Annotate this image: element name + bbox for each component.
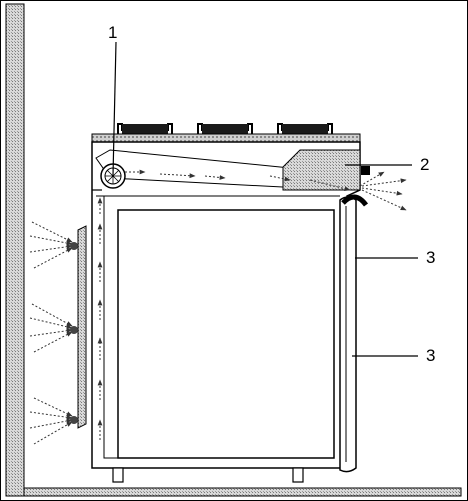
label-fan: 1 (108, 23, 117, 42)
oven-cavity (117, 209, 335, 459)
intake-spots (70, 242, 78, 424)
floor (23, 487, 462, 497)
label-duct: 2 (420, 155, 429, 174)
rear-channel (103, 196, 118, 459)
leader-lines (112, 41, 418, 357)
duct-sensor (361, 166, 370, 175)
airflow-arrows-top (125, 169, 351, 192)
airflow-arrows-outlet (359, 171, 407, 211)
cooktop-surface (91, 133, 361, 143)
label-seal-lower: 3 (426, 346, 435, 365)
intake-arrows-lower (29, 397, 73, 445)
duct-outlet (282, 149, 361, 191)
rear-vent-panel (77, 225, 87, 429)
intake-arrows-middle (29, 303, 73, 353)
oven-door (339, 194, 369, 473)
intake-arrows-upper (29, 221, 73, 269)
feet (112, 467, 304, 483)
label-seal-upper: 3 (426, 248, 435, 267)
burner-grates (117, 123, 333, 136)
wall (5, 3, 25, 497)
